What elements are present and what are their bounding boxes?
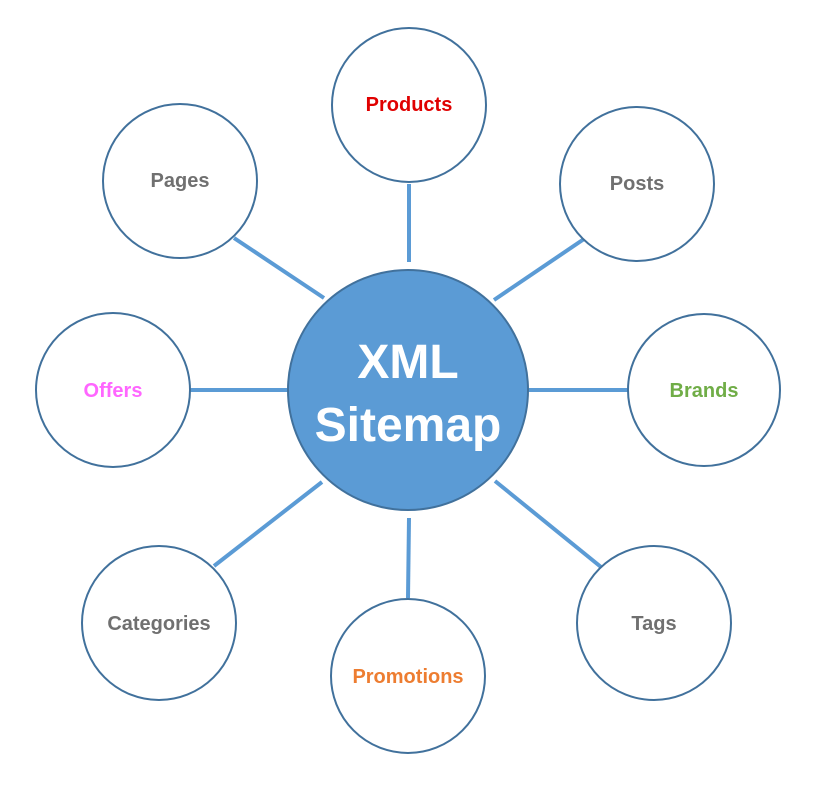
node-posts-circle bbox=[559, 106, 715, 262]
center-hub-circle bbox=[287, 269, 529, 511]
center-title-line2: Sitemap bbox=[315, 399, 502, 452]
node-promotions-circle bbox=[330, 598, 486, 754]
node-offers-circle bbox=[35, 312, 191, 468]
node-categories-label: Categories bbox=[107, 613, 210, 635]
node-tags: Tags bbox=[576, 545, 732, 701]
connectors bbox=[190, 184, 628, 599]
connector-posts bbox=[492, 237, 586, 302]
node-brands-circle bbox=[627, 313, 781, 467]
node-brands-label: Brands bbox=[670, 380, 739, 402]
node-posts-label: Posts bbox=[610, 173, 664, 195]
node-posts: Posts bbox=[559, 106, 715, 262]
node-products: Products bbox=[331, 27, 487, 183]
node-products-label: Products bbox=[366, 94, 453, 116]
node-offers-label: Offers bbox=[84, 380, 143, 402]
node-tags-circle bbox=[576, 545, 732, 701]
node-categories-circle bbox=[81, 545, 237, 701]
node-pages-label: Pages bbox=[151, 170, 210, 192]
node-products-circle bbox=[331, 27, 487, 183]
node-categories: Categories bbox=[81, 545, 237, 701]
node-pages-circle bbox=[102, 103, 258, 259]
node-offers: Offers bbox=[35, 312, 191, 468]
node-promotions-label: Promotions bbox=[352, 666, 463, 688]
node-pages: Pages bbox=[102, 103, 258, 259]
connector-tags bbox=[493, 479, 603, 569]
connector-categories bbox=[212, 480, 324, 568]
center-title-line1: XML bbox=[357, 336, 458, 389]
node-promotions: Promotions bbox=[330, 598, 486, 754]
connector-pages bbox=[232, 236, 326, 300]
center-hub: XML Sitemap bbox=[287, 269, 529, 511]
connector-promotions bbox=[406, 517, 411, 599]
node-brands: Brands bbox=[627, 313, 781, 467]
node-tags-label: Tags bbox=[631, 613, 676, 635]
